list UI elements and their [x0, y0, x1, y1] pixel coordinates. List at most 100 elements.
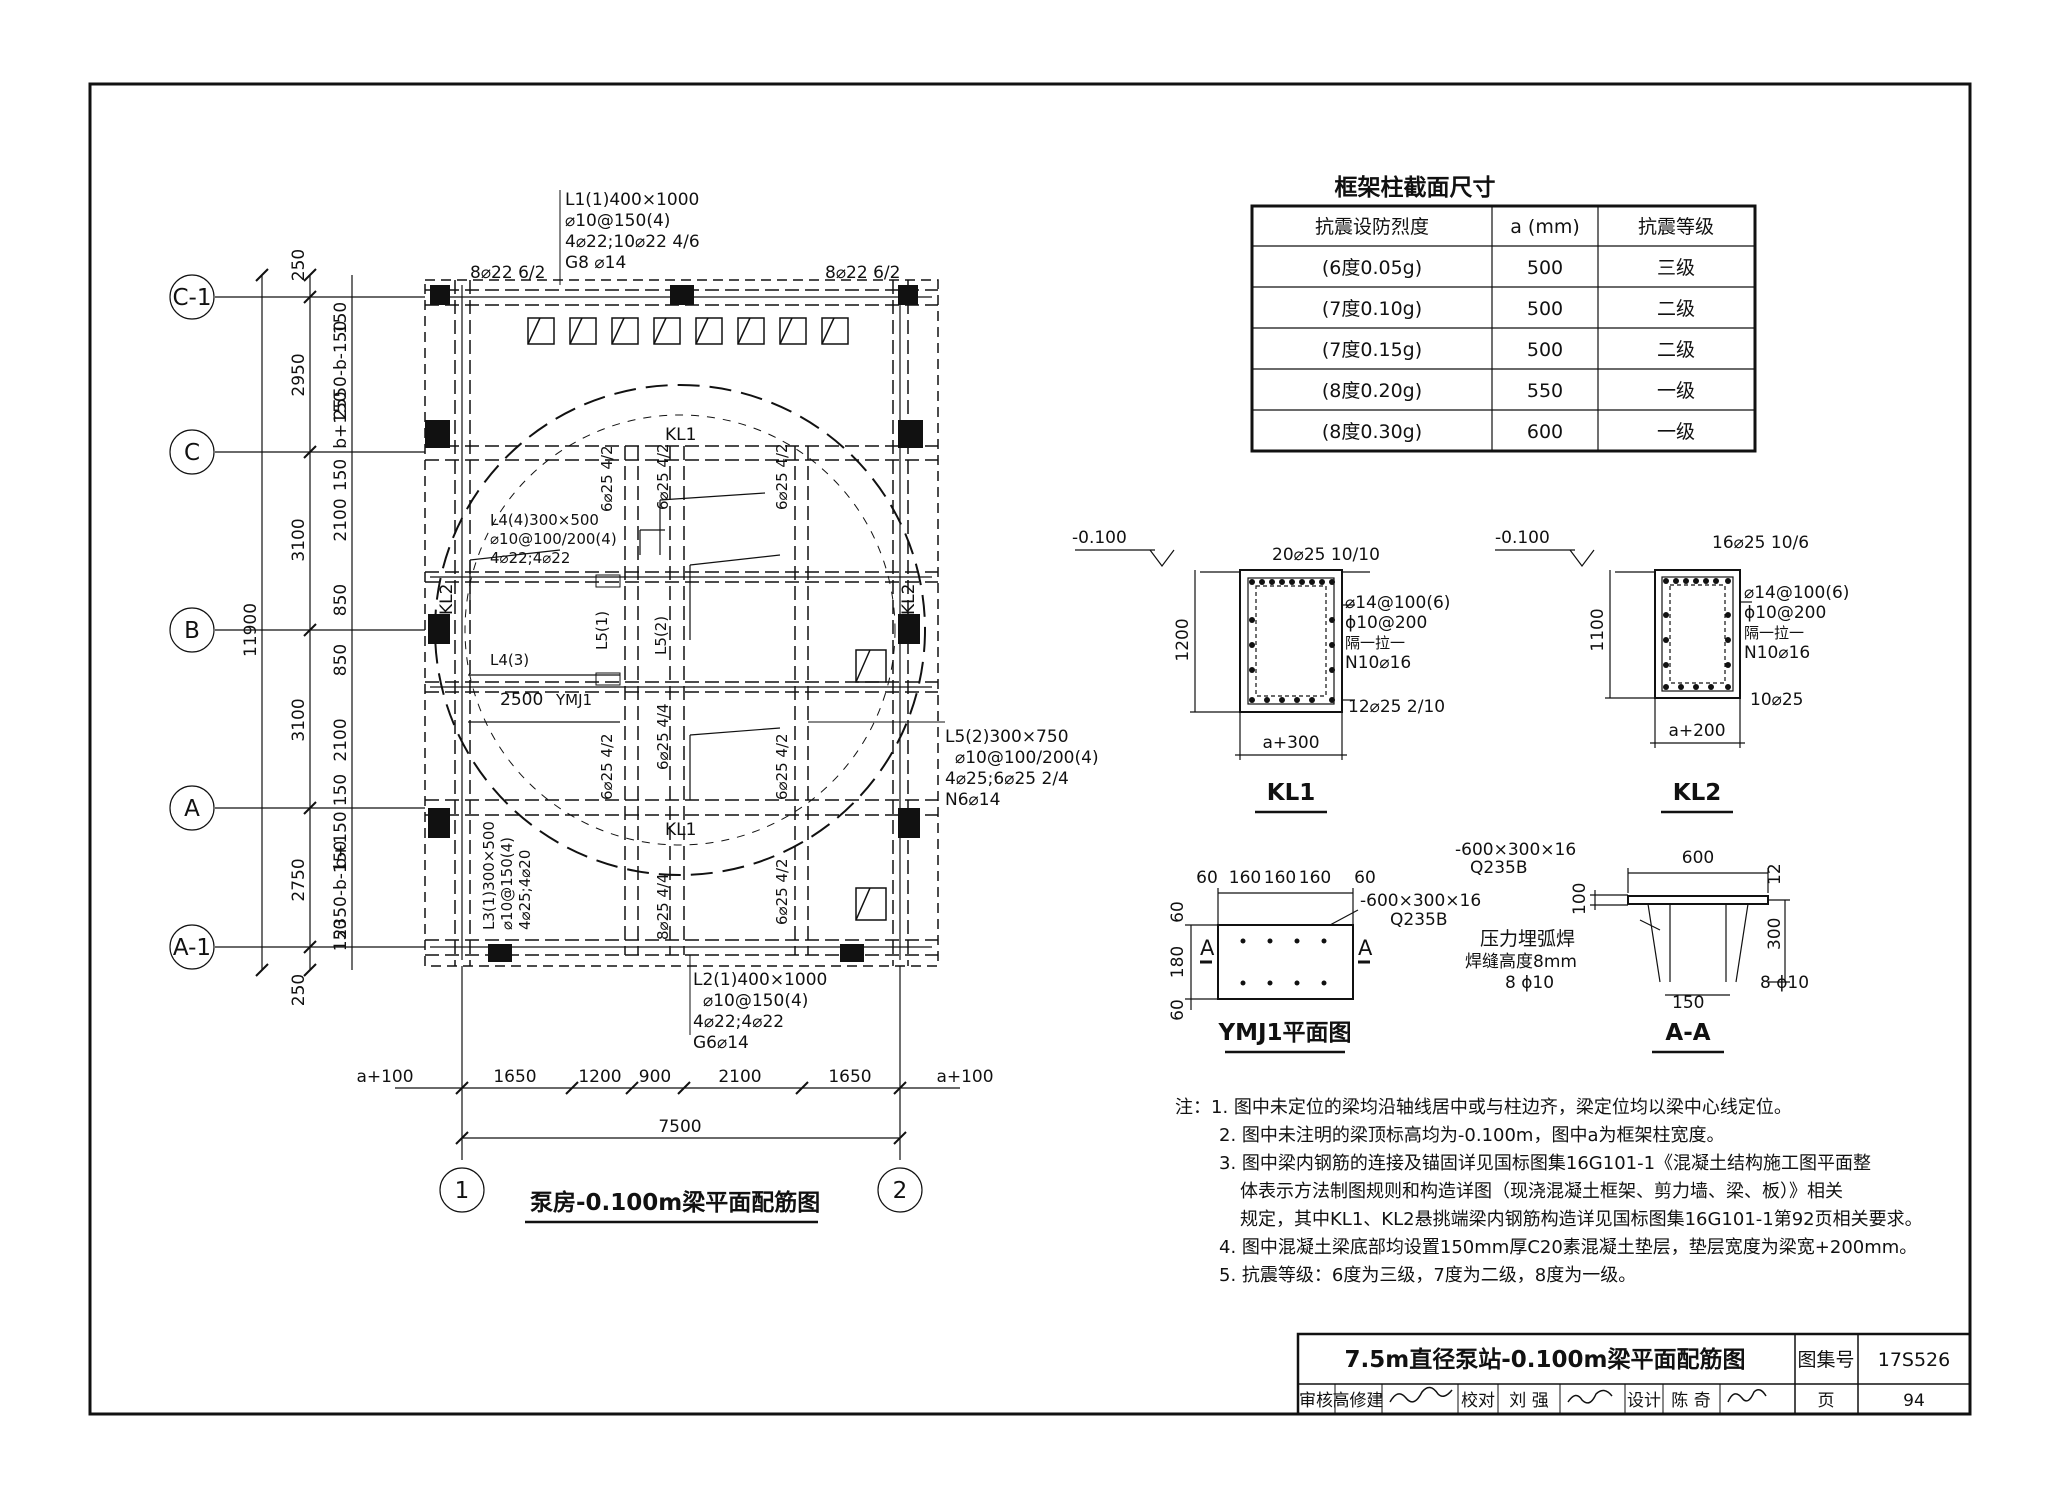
- aa-dim-600: 600: [1682, 848, 1714, 868]
- ymj1-plate-size: -600×300×16: [1360, 891, 1481, 911]
- table-cell: (6度0.05g): [1322, 257, 1422, 279]
- dim-total-height: 11900: [241, 603, 261, 657]
- ymj1-dim-top: 60: [1354, 868, 1376, 888]
- ymj1-dim-side: 60: [1168, 901, 1188, 923]
- vertical-rebar-label: 6⌀25 4/2: [598, 733, 616, 800]
- grid-bubble-labels: C-1 C B A A-1 1 2: [173, 285, 908, 1204]
- dim-bottom: 1650: [828, 1067, 871, 1087]
- dim-left-outer: 250: [289, 974, 309, 1006]
- label-l4: L4(4)300×500: [490, 511, 599, 529]
- table-cell: (8度0.30g): [1322, 421, 1422, 443]
- vertical-rebar-label: 6⌀25 4/4: [654, 703, 672, 770]
- reviewer-signature: [1389, 1386, 1453, 1403]
- kl2-tie: 隔一拉一: [1744, 624, 1804, 642]
- label-kl2-left: KL2: [437, 584, 457, 615]
- dim-left-inner: 2100: [331, 498, 351, 541]
- atlas-number: 17S526: [1878, 1349, 1951, 1371]
- label-l5: N6⌀14: [945, 790, 1000, 810]
- label-l1: 4⌀22;10⌀22 4/6: [565, 232, 700, 252]
- checker-signature: [1567, 1389, 1613, 1404]
- kl1-tie: 隔一拉一: [1345, 634, 1405, 652]
- aa-weld-size: 焊缝高度8mm: [1465, 952, 1577, 972]
- vertical-rebar-label: 8⌀25 4/4: [654, 873, 672, 940]
- aa-plate-material: Q235B: [1470, 858, 1528, 878]
- dim-left-outer: 3100: [289, 518, 309, 561]
- label-kl1-bottom: KL1: [665, 820, 696, 840]
- vertical-beams: [454, 280, 909, 966]
- table-title: 框架柱截面尺寸: [1335, 175, 1496, 201]
- vertical-rebar-label: 6⌀25 4/2: [598, 445, 616, 512]
- kl2-bottom-bars: 10⌀25: [1750, 690, 1804, 710]
- ymj1-dim-top: 160: [1299, 868, 1331, 888]
- dim-left-inner: 150: [331, 302, 351, 334]
- grid-label-2: 2: [893, 1178, 908, 1204]
- review-label: 审核: [1299, 1391, 1333, 1411]
- table-cell: 一级: [1657, 421, 1695, 443]
- well-circle: [434, 384, 926, 876]
- ymj1-dim-top: 160: [1229, 868, 1261, 888]
- kl2-elevation: -0.100: [1495, 528, 1550, 548]
- dim-left-inner: b+150: [331, 391, 351, 448]
- drawing-title: 7.5m直径泵站-0.100m梁平面配筋图: [1345, 1346, 1746, 1373]
- columns: [425, 285, 923, 962]
- table-cell: 550: [1527, 380, 1563, 402]
- ymj1-dim-side: 60: [1168, 999, 1188, 1021]
- label-l5: ⌀10@100/200(4): [955, 748, 1099, 768]
- kl2-stirrup-secondary: ϕ10@200: [1744, 603, 1826, 623]
- ymj1-section-mark-left: A: [1200, 936, 1215, 960]
- table-cell: (7度0.10g): [1322, 298, 1422, 320]
- dim-left-inner: b+150: [331, 811, 351, 868]
- kl2-section: -0.100 16⌀25 10/6 1100 ⌀14@100(6) ϕ10@20…: [1495, 528, 1849, 814]
- label-kl1-top: KL1: [665, 425, 696, 445]
- note-line: 2. 图中未注明的梁顶标高均为-0.100m，图中a为框架柱宽度。: [1219, 1125, 1725, 1146]
- table-cell: 500: [1527, 339, 1563, 361]
- beam-plan: [424, 279, 939, 967]
- kl1-stirrup-main: ⌀14@100(6): [1345, 593, 1450, 613]
- table-cell: 三级: [1657, 257, 1695, 279]
- design-label: 设计: [1627, 1391, 1661, 1411]
- table-cell: 500: [1527, 257, 1563, 279]
- label-2500: 2500: [500, 690, 543, 710]
- ymj1-section-mark-right: A: [1358, 936, 1373, 960]
- dim-left-inner: 150: [331, 919, 351, 951]
- inner-circle: [464, 414, 896, 846]
- sheet-border: [88, 82, 1972, 1416]
- table-cell: (8度0.20g): [1322, 380, 1422, 402]
- table-cell: 一级: [1657, 380, 1695, 402]
- ymj1-dim-side: 180: [1168, 946, 1188, 978]
- designer-name: 陈 奇: [1671, 1391, 1710, 1411]
- label-l4: 4⌀22;4⌀22: [490, 549, 570, 567]
- designer-signature: [1727, 1389, 1767, 1403]
- kl2-side-bars: N10⌀16: [1744, 643, 1810, 663]
- note-line: 注：1. 图中未定位的梁均沿轴线居中或与柱边齐，梁定位均以梁中心线定位。: [1175, 1097, 1792, 1118]
- aa-section: -600×300×16 Q235B 600 12 100 300 150 压力埋…: [1455, 840, 1809, 1054]
- slab-outline: [424, 279, 939, 967]
- dim-bottom: 1650: [493, 1067, 536, 1087]
- kl1-bottom-bars: 12⌀25 2/10: [1348, 697, 1445, 717]
- grid-label-a1: A-1: [173, 935, 211, 961]
- kl2-top-bars: 16⌀25 10/6: [1712, 533, 1809, 553]
- plan-caption: 泵房-0.100m梁平面配筋图: [530, 1189, 820, 1216]
- dim-left-outer: 2950: [289, 353, 309, 396]
- reviewer-name: 高修建: [1333, 1391, 1384, 1411]
- label-l1: G8 ⌀14: [565, 253, 626, 273]
- dim-bottom: a+100: [936, 1067, 993, 1087]
- dim-bottom: 900: [639, 1067, 671, 1087]
- vertical-rebar-label: 6⌀25 4/2: [773, 858, 791, 925]
- checker-name: 刘 强: [1509, 1391, 1548, 1411]
- kl2-width: a+200: [1668, 721, 1725, 741]
- label-l5-2: L5(2): [652, 616, 670, 655]
- table-header: a (mm): [1510, 216, 1580, 238]
- kl1-side-bars: N10⌀16: [1345, 653, 1411, 673]
- label-ymj1: YMJ1: [555, 691, 592, 709]
- label-l2: ⌀10@150(4): [703, 991, 808, 1011]
- label-l4-3: L4(3): [490, 651, 529, 669]
- kl2-caption: KL2: [1673, 780, 1721, 806]
- label-l4: ⌀10@100/200(4): [490, 530, 617, 548]
- table-cell: 500: [1527, 298, 1563, 320]
- aa-dim-12: 12: [1765, 863, 1785, 885]
- kl2-height: 1100: [1588, 608, 1608, 651]
- dim-ticks: [255, 268, 907, 1145]
